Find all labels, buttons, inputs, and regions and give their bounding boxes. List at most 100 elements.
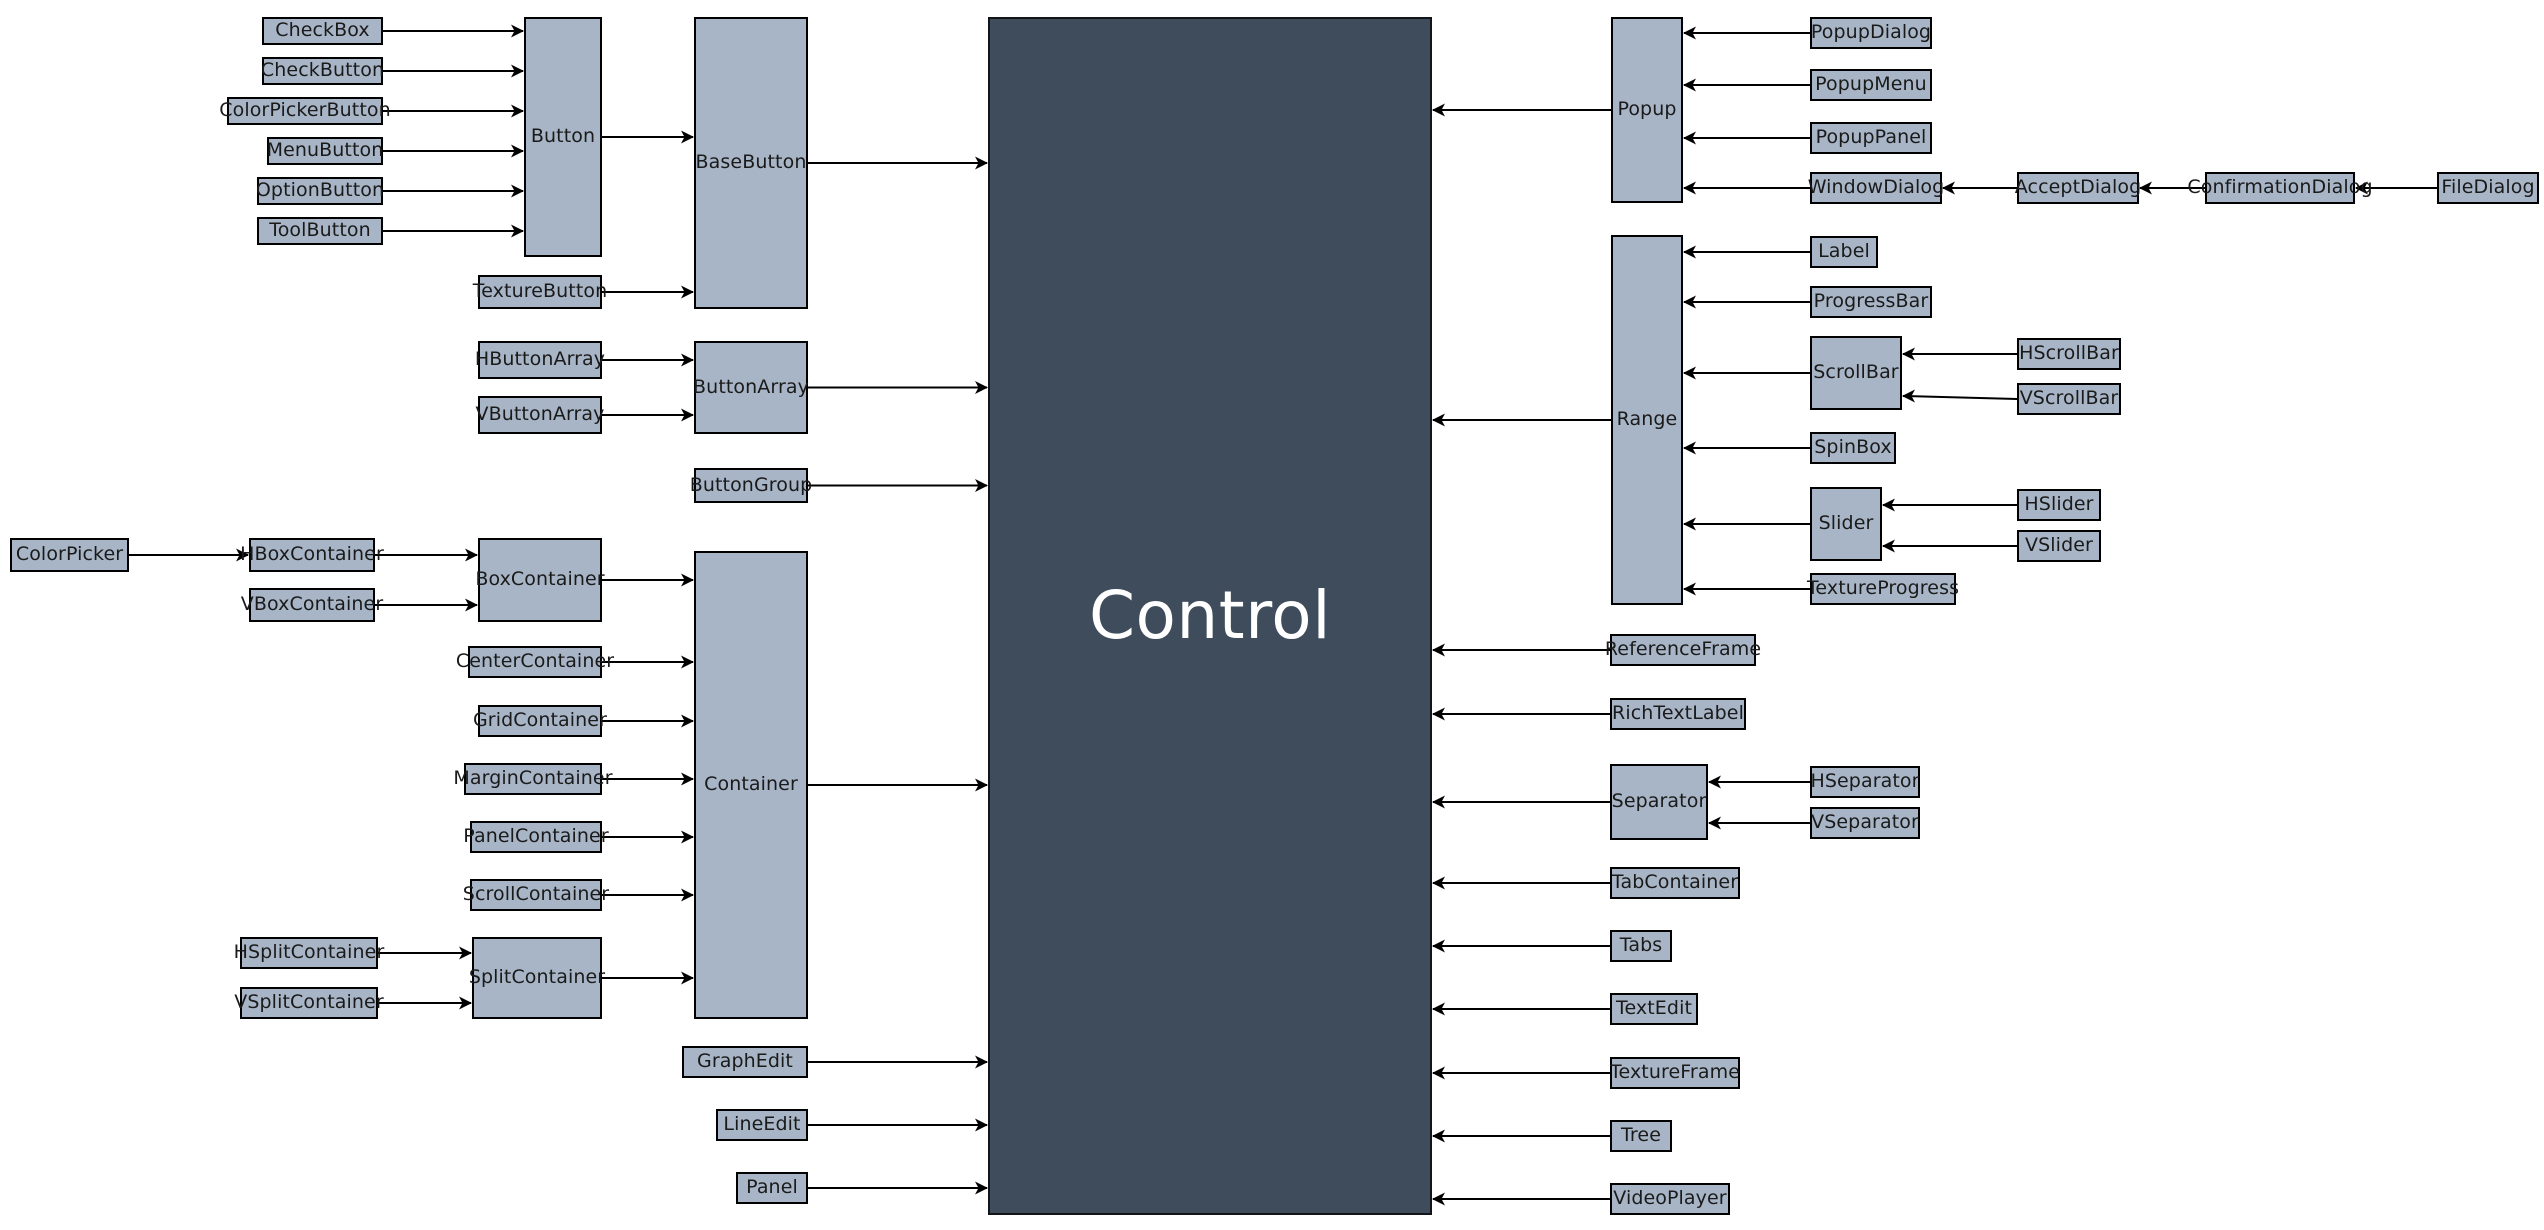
class-node-scrollcontainer[interactable]: ScrollContainer bbox=[463, 879, 609, 911]
edge-tabcontainer-to-control-arrowhead bbox=[1432, 876, 1445, 890]
class-node-buttongroup[interactable]: ButtonGroup bbox=[690, 468, 812, 503]
class-node-control[interactable]: Control bbox=[988, 17, 1432, 1215]
class-node-panelcontainer[interactable]: PanelContainer bbox=[463, 821, 609, 853]
class-node-separator[interactable]: Separator bbox=[1610, 764, 1708, 840]
edge-hscrollbar-to-scrollbar-arrowhead bbox=[1902, 347, 1915, 361]
class-node-vboxcontainer[interactable]: VBoxContainer bbox=[241, 588, 383, 622]
class-node-label: TextureButton bbox=[472, 280, 608, 303]
class-node-tabs[interactable]: Tabs bbox=[1610, 930, 1672, 962]
class-node-menubutton[interactable]: MenuButton bbox=[267, 137, 383, 165]
class-node-label: ScrollBar bbox=[1813, 361, 1899, 384]
class-node-tabcontainer[interactable]: TabContainer bbox=[1610, 867, 1740, 899]
class-node-label: Popup bbox=[1617, 98, 1677, 121]
class-node-textureprogress[interactable]: TextureProgress bbox=[1807, 573, 1959, 605]
class-node-hboxcontainer[interactable]: HBoxContainer bbox=[240, 538, 384, 572]
class-node-hscrollbar[interactable]: HScrollBar bbox=[2017, 338, 2121, 370]
edge-hseparator-to-separator-arrowhead bbox=[1708, 775, 1721, 789]
class-node-margincontainer[interactable]: MarginContainer bbox=[453, 763, 613, 795]
class-node-vbuttonarray[interactable]: VButtonArray bbox=[475, 396, 605, 434]
class-node-vslider[interactable]: VSlider bbox=[2017, 530, 2101, 562]
class-node-optionbutton[interactable]: OptionButton bbox=[255, 177, 385, 205]
class-node-checkbox[interactable]: CheckBox bbox=[262, 17, 383, 45]
class-node-slider[interactable]: Slider bbox=[1810, 487, 1882, 561]
class-node-vsplitcontainer[interactable]: VSplitContainer bbox=[234, 987, 384, 1019]
edge-hbuttonarray-to-buttonarray-arrowhead bbox=[681, 353, 694, 367]
class-node-label: HSlider bbox=[2024, 493, 2094, 516]
edge-vseparator-to-separator-arrowhead bbox=[1708, 816, 1721, 830]
class-node-button[interactable]: Button bbox=[524, 17, 602, 257]
edge-confirmationdialog-to-acceptdialog-arrowhead bbox=[2139, 181, 2152, 195]
class-node-colorpickerbutton[interactable]: ColorPickerButton bbox=[219, 97, 391, 125]
class-node-vseparator[interactable]: VSeparator bbox=[1810, 807, 1920, 839]
class-node-label: Button bbox=[530, 125, 596, 148]
class-node-label: VButtonArray bbox=[475, 403, 605, 426]
class-node-texturebutton[interactable]: TextureButton bbox=[473, 275, 607, 309]
class-node-centercontainer[interactable]: CenterContainer bbox=[456, 646, 614, 678]
class-node-videoplayer[interactable]: VideoPlayer bbox=[1610, 1183, 1730, 1215]
edge-colorpickerbutton-to-button-arrowhead bbox=[511, 104, 524, 118]
edge-videoplayer-to-control-arrowhead bbox=[1432, 1192, 1445, 1206]
class-node-lineedit[interactable]: LineEdit bbox=[716, 1109, 808, 1141]
class-node-progressbar[interactable]: ProgressBar bbox=[1810, 286, 1932, 318]
class-node-container[interactable]: Container bbox=[694, 551, 808, 1019]
class-node-label: VScrollBar bbox=[2019, 387, 2119, 410]
class-node-richtextlabel[interactable]: RichTextLabel bbox=[1610, 698, 1746, 730]
class-node-checkbutton[interactable]: CheckButton bbox=[261, 57, 384, 85]
class-node-confirmationdialog[interactable]: ConfirmationDialog bbox=[2187, 172, 2373, 204]
class-node-referenceframe[interactable]: ReferenceFrame bbox=[1605, 634, 1761, 666]
class-node-panel[interactable]: Panel bbox=[736, 1172, 808, 1204]
class-node-colorpicker[interactable]: ColorPicker bbox=[10, 538, 129, 572]
edge-colorpicker-to-hboxcontainer-arrowhead bbox=[236, 548, 249, 562]
class-node-filedialog[interactable]: FileDialog bbox=[2437, 172, 2539, 204]
edge-vscrollbar-to-scrollbar-arrowhead bbox=[1902, 389, 1915, 403]
class-node-tree[interactable]: Tree bbox=[1610, 1120, 1672, 1152]
edge-splitcontainer-to-container-arrowhead bbox=[681, 971, 694, 985]
edge-checkbutton-to-button-arrowhead bbox=[511, 64, 524, 78]
class-node-label: MarginContainer bbox=[453, 767, 613, 790]
class-node-vscrollbar[interactable]: VScrollBar bbox=[2017, 383, 2121, 415]
class-node-toolbutton[interactable]: ToolButton bbox=[257, 217, 383, 245]
class-node-label: CheckBox bbox=[275, 19, 370, 42]
edge-panelcontainer-to-container-arrowhead bbox=[681, 830, 694, 844]
class-node-hslider[interactable]: HSlider bbox=[2017, 489, 2101, 521]
edge-textureframe-to-control-arrowhead bbox=[1432, 1066, 1445, 1080]
class-node-popup[interactable]: Popup bbox=[1611, 17, 1683, 203]
class-node-gridcontainer[interactable]: GridContainer bbox=[473, 705, 607, 737]
edge-menubutton-to-button-arrowhead bbox=[511, 144, 524, 158]
class-node-textureframe[interactable]: TextureFrame bbox=[1610, 1057, 1740, 1089]
edge-panel-to-control-arrowhead bbox=[975, 1181, 988, 1195]
class-node-range[interactable]: Range bbox=[1611, 235, 1683, 605]
class-node-boxcontainer[interactable]: BoxContainer bbox=[475, 538, 605, 622]
class-node-label[interactable]: Label bbox=[1810, 236, 1878, 268]
class-node-graphedit[interactable]: GraphEdit bbox=[682, 1046, 808, 1078]
edge-button-to-basebutton-arrowhead bbox=[681, 130, 694, 144]
class-node-acceptdialog[interactable]: AcceptDialog bbox=[2014, 172, 2142, 204]
edge-separator-to-control-arrowhead bbox=[1432, 795, 1445, 809]
class-node-hbuttonarray[interactable]: HButtonArray bbox=[474, 341, 606, 379]
class-node-buttonarray[interactable]: ButtonArray bbox=[693, 341, 809, 434]
class-node-basebutton[interactable]: BaseButton bbox=[694, 17, 808, 309]
class-node-label: Range bbox=[1616, 408, 1678, 431]
class-node-splitcontainer[interactable]: SplitContainer bbox=[469, 937, 605, 1019]
edge-texturebutton-to-basebutton-arrowhead bbox=[681, 285, 694, 299]
edge-textedit-to-control-arrowhead bbox=[1432, 1002, 1445, 1016]
edge-vscrollbar-to-scrollbar bbox=[1902, 395, 2018, 400]
class-node-scrollbar[interactable]: ScrollBar bbox=[1810, 336, 1902, 410]
class-node-label: GraphEdit bbox=[697, 1050, 793, 1073]
class-node-label: OptionButton bbox=[255, 179, 385, 202]
class-node-label: HButtonArray bbox=[474, 348, 606, 371]
edge-buttongroup-to-control-arrowhead bbox=[975, 479, 988, 492]
class-node-spinbox[interactable]: SpinBox bbox=[1810, 432, 1896, 464]
edge-slider-to-range-arrowhead bbox=[1683, 517, 1696, 531]
class-node-hsplitcontainer[interactable]: HSplitContainer bbox=[234, 937, 384, 969]
class-node-popuppanel[interactable]: PopupPanel bbox=[1810, 122, 1932, 154]
class-node-textedit[interactable]: TextEdit bbox=[1610, 993, 1698, 1025]
class-node-label: AcceptDialog bbox=[2014, 176, 2142, 199]
class-node-hseparator[interactable]: HSeparator bbox=[1810, 766, 1920, 798]
edge-tabs-to-control-arrowhead bbox=[1432, 939, 1445, 953]
class-node-popupdialog[interactable]: PopupDialog bbox=[1810, 17, 1932, 49]
class-node-label: ButtonArray bbox=[693, 375, 809, 398]
class-node-popupmenu[interactable]: PopupMenu bbox=[1810, 69, 1932, 101]
edge-filedialog-to-confirmationdialog-arrowhead bbox=[2355, 181, 2368, 195]
class-node-windowdialog[interactable]: WindowDialog bbox=[1808, 172, 1944, 204]
